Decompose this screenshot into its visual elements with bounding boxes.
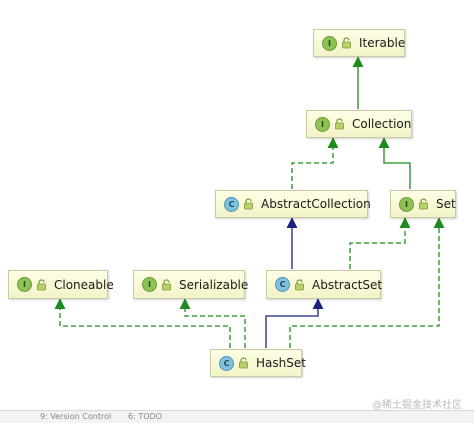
edge-hashset-cloneable: [54, 298, 231, 348]
lock-icon: [244, 198, 253, 210]
node-label: HashSet: [256, 356, 306, 370]
uml-class-diagram: I Iterable I Collection C AbstractCollec…: [8, 29, 456, 377]
node-serializable[interactable]: I Serializable: [133, 270, 249, 299]
node-abstractcollection[interactable]: C AbstractCollection: [215, 190, 371, 218]
node-abstractset[interactable]: C AbstractSet: [266, 270, 383, 299]
node-label: AbstractSet: [312, 277, 383, 292]
interface-icon: I: [17, 277, 32, 292]
lock-icon: [342, 37, 351, 49]
edge-set-collection: [378, 137, 411, 189]
class-icon: C: [219, 355, 234, 371]
node-collection[interactable]: I Collection: [306, 110, 412, 138]
inheritance-edges: [54, 56, 445, 348]
status-bar: 9: Version Control 6: TODO: [0, 410, 474, 423]
node-label: Serializable: [179, 277, 249, 292]
node-set[interactable]: I Set: [390, 190, 456, 218]
abstract-class-icon: C: [275, 277, 290, 292]
lock-icon: [335, 118, 344, 130]
node-label: Collection: [352, 117, 412, 131]
interface-icon: I: [315, 116, 330, 132]
node-label: Iterable: [359, 36, 406, 50]
lock-icon: [295, 278, 304, 290]
node-iterable[interactable]: I Iterable: [313, 29, 405, 57]
node-label: Cloneable: [54, 277, 114, 292]
lock-icon: [162, 278, 171, 290]
node-cloneable[interactable]: I Cloneable: [8, 270, 114, 299]
interface-icon: I: [322, 35, 337, 51]
edge-hashset-abstractset: [265, 298, 324, 348]
node-label: Set: [436, 197, 456, 211]
status-todo[interactable]: 6: TODO: [128, 412, 162, 421]
interface-icon: I: [399, 196, 414, 212]
node-hashset[interactable]: C HashSet: [210, 349, 306, 377]
edge-abstractcollection-collection: [291, 137, 339, 189]
node-label: AbstractCollection: [261, 197, 371, 211]
lock-icon: [419, 198, 428, 210]
edge-hashset-serializable: [179, 298, 246, 348]
status-version-control[interactable]: 9: Version Control: [40, 412, 112, 421]
lock-icon: [239, 357, 248, 369]
edge-hashset-set: [289, 217, 445, 348]
lock-icon: [37, 278, 46, 290]
interface-icon: I: [142, 277, 157, 292]
edge-abstractset-set: [349, 217, 411, 269]
abstract-class-icon: C: [224, 196, 239, 212]
watermark: @稀土掘金技术社区: [372, 400, 462, 411]
